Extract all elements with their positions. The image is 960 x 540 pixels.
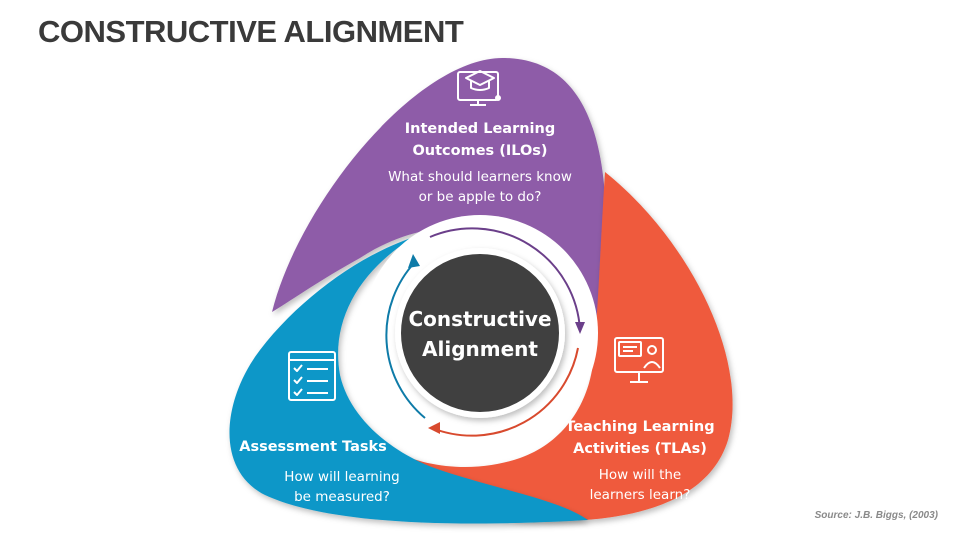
tla-question-line1: How will the	[598, 467, 682, 483]
source-citation: Source: J.B. Biggs, (2003)	[814, 510, 938, 521]
tla-segment	[392, 172, 733, 522]
at-heading: Assessment Tasks	[239, 439, 387, 455]
online-teaching-icon	[614, 337, 664, 383]
checklist-icon	[288, 351, 336, 401]
at-question-line2: be measured?	[294, 489, 390, 505]
at-segment	[229, 237, 589, 524]
tla-heading-line2: Activities (TLAs)	[573, 441, 707, 457]
tla-arrow	[431, 347, 579, 437]
ilo-label: Intended Learning Outcomes (ILOs) What s…	[385, 118, 575, 207]
ilo-arrow	[429, 227, 581, 331]
ilo-segment	[272, 57, 607, 330]
page-title: CONSTRUCTIVE ALIGNMENT	[38, 14, 464, 49]
at-arrow	[385, 261, 426, 419]
tla-label: Teaching Learning Activities (TLAs) How …	[555, 416, 725, 505]
ilo-heading-line1: Intended Learning	[404, 121, 556, 137]
center-line2: Alignment	[422, 337, 538, 361]
tla-heading-line1: Teaching Learning	[565, 419, 715, 435]
center-label: Constructive Alignment	[395, 304, 565, 364]
ilo-question-line2: or be apple to do?	[418, 189, 542, 205]
ilo-question-line1: What should learners know	[388, 169, 572, 185]
tla-question-line2: learners learn?	[589, 487, 691, 503]
at-question: How will learning be measured?	[272, 467, 412, 507]
at-question-line1: How will learning	[284, 469, 400, 485]
center-line1: Constructive	[408, 307, 552, 331]
center-circle	[395, 248, 565, 418]
graduation-monitor-icon	[457, 70, 501, 106]
ilo-heading-line2: Outcomes (ILOs)	[412, 143, 548, 159]
